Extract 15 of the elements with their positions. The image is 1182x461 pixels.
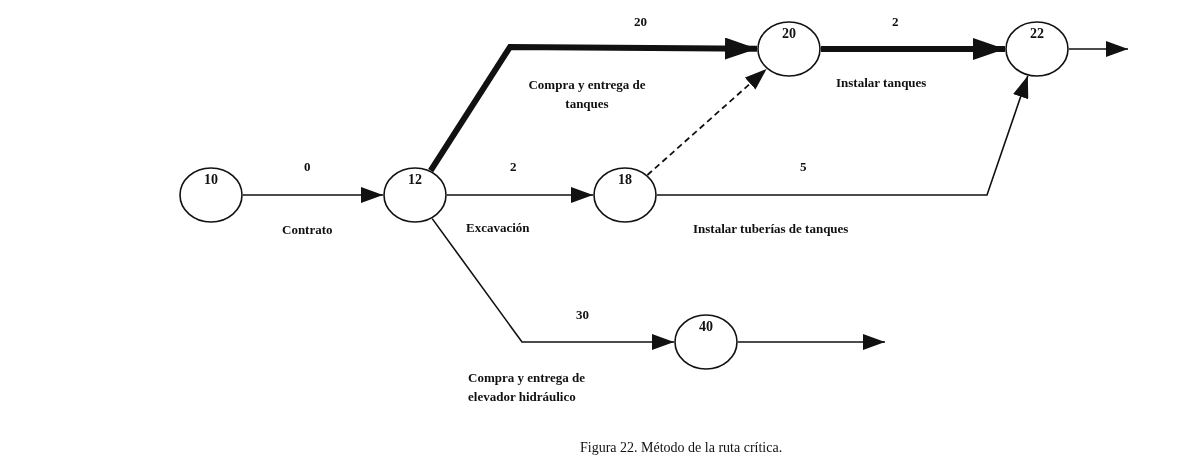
arrow [737, 334, 886, 350]
arrow [1068, 41, 1129, 57]
arrow [431, 217, 675, 350]
event-number: 18 [617, 172, 633, 188]
event-number: 10 [203, 172, 219, 188]
arrow [646, 68, 768, 176]
arrow [242, 187, 384, 203]
event-number: 40 [698, 319, 714, 335]
arrow [821, 38, 1005, 60]
event-number: 20 [781, 26, 797, 42]
arrow [446, 187, 594, 203]
arrow [428, 37, 758, 173]
event-number: 22 [1029, 26, 1045, 42]
arrow [656, 75, 1029, 196]
event-number: 12 [407, 172, 423, 188]
